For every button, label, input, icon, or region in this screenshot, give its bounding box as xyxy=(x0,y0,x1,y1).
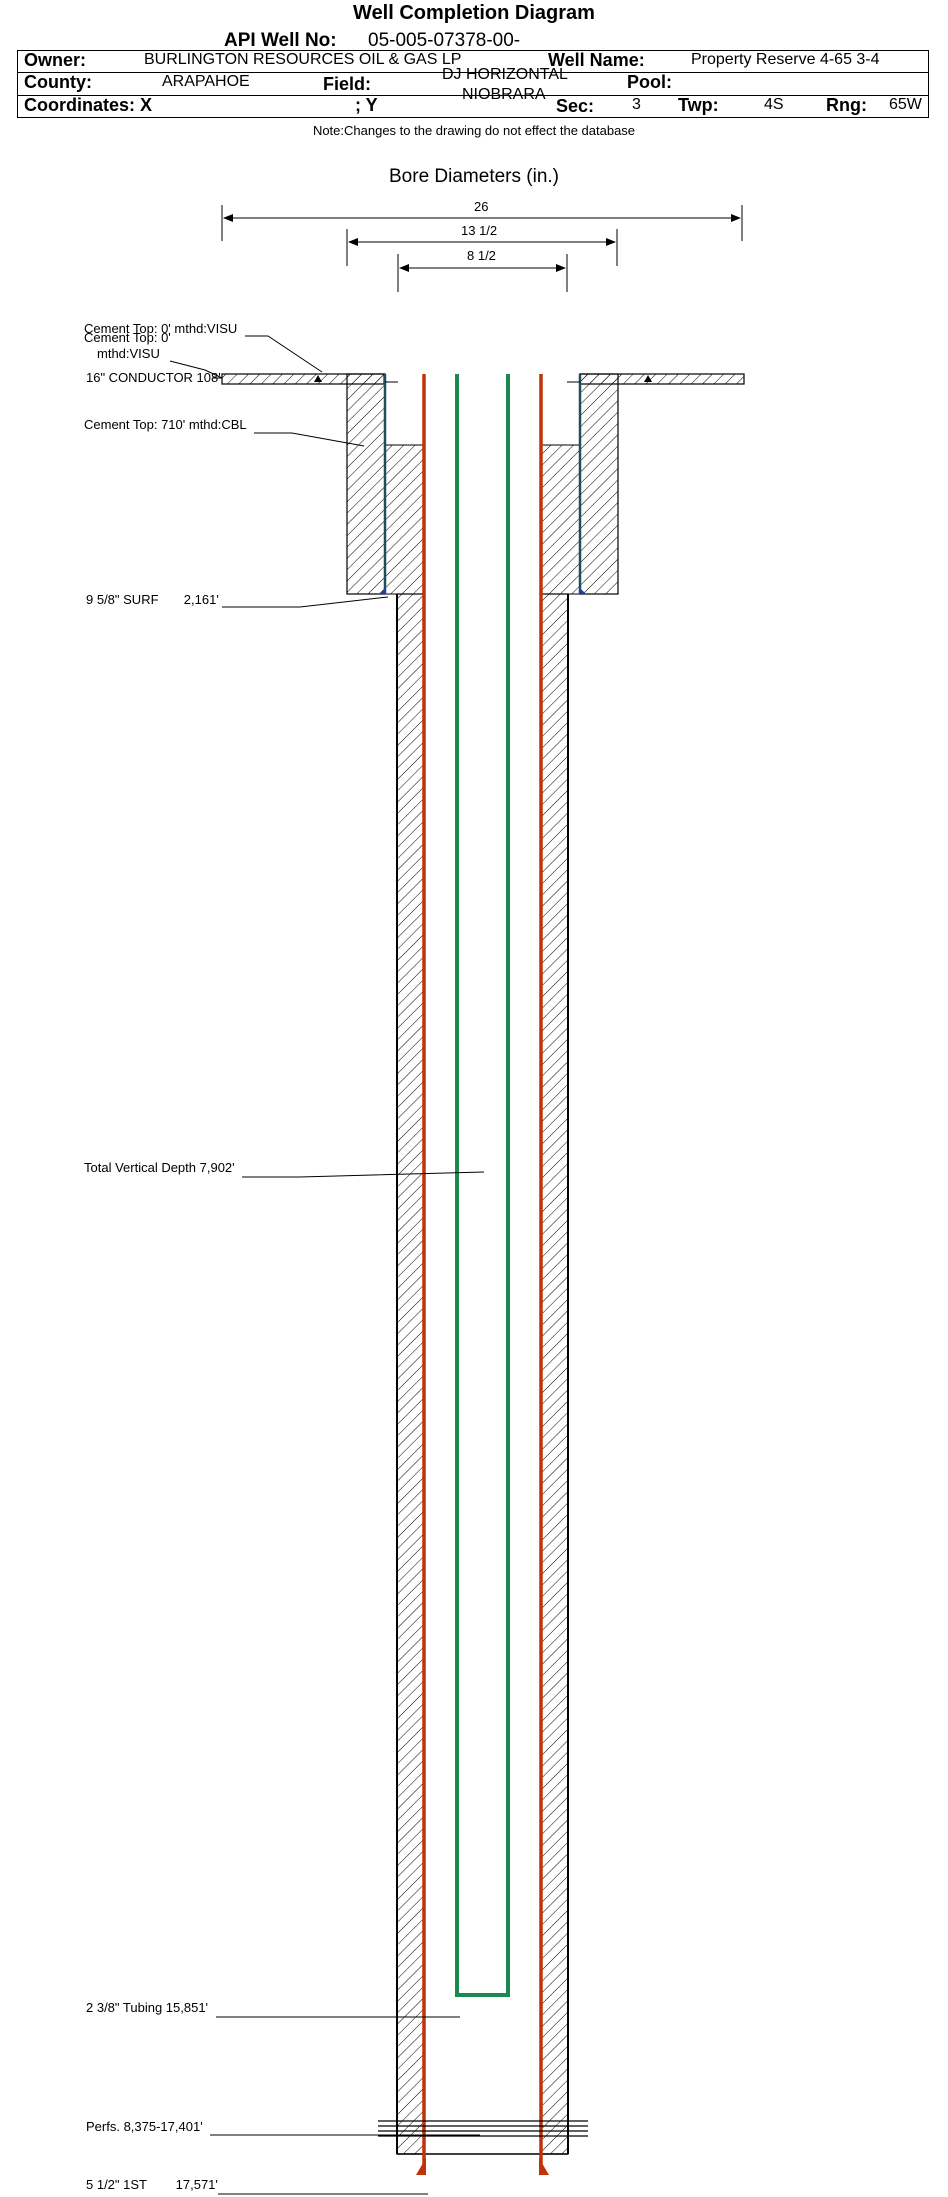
rng-value: 65W xyxy=(889,96,922,113)
cement-top-cbl-label: Cement Top: 710' mthd:CBL xyxy=(84,417,247,432)
field-label: Field: xyxy=(323,74,371,94)
bore-dim-13-1-2: 13 1/2 xyxy=(461,223,498,238)
surface-cement xyxy=(346,373,619,595)
county-label: County: xyxy=(24,72,92,92)
surface-casing-label: 9 5/8" SURF 2,161' xyxy=(86,592,219,607)
note-text: Note:Changes to the drawing do not effec… xyxy=(312,123,636,138)
bore-dimensions xyxy=(221,205,743,292)
coordinates-y-label: ; Y xyxy=(355,95,378,115)
cement-top-label: Cement Top: 0' xyxy=(84,330,171,345)
conductor-casing-label: 16" CONDUCTOR 108' xyxy=(86,370,221,385)
production-cement xyxy=(396,593,569,2155)
conductor-cement xyxy=(221,373,745,385)
surface-casing xyxy=(379,374,586,594)
bore-dim-26: 26 xyxy=(474,199,489,214)
bore-diameters-title: Bore Diameters (in.) xyxy=(389,166,559,187)
leader-lines xyxy=(169,335,485,2195)
bore-dim-8-1-2: 8 1/2 xyxy=(467,248,496,263)
coordinates-label: Coordinates: X xyxy=(24,95,153,115)
tubing xyxy=(455,374,510,1997)
sec-label: Sec: xyxy=(556,96,595,116)
page-title: Well Completion Diagram xyxy=(353,2,595,24)
sec-value: 3 xyxy=(632,96,641,113)
perforations-label: Perfs. 8,375-17,401' xyxy=(86,2119,203,2134)
header-row-divider xyxy=(18,95,928,96)
perforations xyxy=(378,2120,588,2137)
well-name-label: Well Name: xyxy=(548,50,645,70)
rng-label: Rng: xyxy=(826,95,867,115)
cement-top-label: Cement Top: 0' mthd:VISU xyxy=(84,321,238,336)
header-row-divider xyxy=(18,72,928,73)
total-vertical-depth-label: Total Vertical Depth 7,902' xyxy=(84,1160,235,1175)
pool-label: Pool: xyxy=(627,72,672,92)
twp-label: Twp: xyxy=(678,95,719,115)
api-label: API Well No: xyxy=(224,30,337,51)
cement-method-label: mthd:VISU xyxy=(97,346,160,361)
header-table xyxy=(17,50,929,118)
owner-value: BURLINGTON RESOURCES OIL & GAS LP xyxy=(144,51,462,68)
twp-value: 4S xyxy=(764,96,784,113)
well-name-value: Property Reserve 4-65 3-4 xyxy=(691,51,880,68)
county-value: ARAPAHOE xyxy=(162,73,250,90)
api-value: 05-005-07378-00- xyxy=(368,30,521,51)
field-value-line1: DJ HORIZONTAL xyxy=(442,66,568,83)
production-casing-label: 5 1/2" 1ST 17,571' xyxy=(86,2177,218,2192)
field-value-line2: NIOBRARA xyxy=(462,86,546,103)
production-casing xyxy=(416,374,549,2175)
owner-label: Owner: xyxy=(24,50,87,70)
tubing-label: 2 3/8" Tubing 15,851' xyxy=(86,2000,209,2015)
